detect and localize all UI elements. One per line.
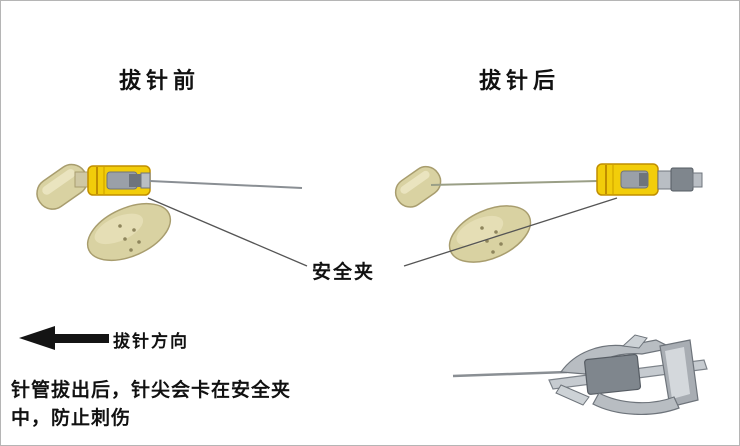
needle-hub-retracted	[657, 167, 703, 192]
needle-before-illustration	[36, 163, 303, 262]
safety-clip-housing-after	[596, 163, 659, 196]
safety-description-line1: 针管拔出后，针尖会卡在安全夹	[11, 380, 292, 401]
wing-folded	[394, 165, 442, 208]
withdrawal-direction-label: 拔针方向	[113, 332, 189, 351]
wing-lower	[448, 205, 532, 263]
title-after-withdrawal: 拔针后	[479, 68, 561, 93]
needle-shaft	[149, 180, 303, 189]
title-before-withdrawal: 拔针前	[119, 68, 201, 93]
safety-description: 针管拔出后，针尖会卡在安全夹 中，防止刺伤	[11, 377, 291, 433]
safety-clip-housing-before	[87, 165, 151, 196]
safety-clip-pointer-lines	[147, 197, 618, 267]
wing-lower	[86, 202, 172, 262]
safety-description-line2: 中，防止刺伤	[11, 408, 132, 429]
needle-after-illustration	[394, 163, 703, 263]
safety-clip-detail-illustration	[452, 334, 708, 415]
left-arrow-icon	[19, 326, 109, 350]
hub-connector	[74, 171, 90, 188]
wing-holes	[118, 224, 141, 252]
wing-holes	[480, 226, 503, 254]
safety-clip-label: 安全夹	[312, 262, 376, 283]
retracted-tube	[430, 180, 599, 186]
